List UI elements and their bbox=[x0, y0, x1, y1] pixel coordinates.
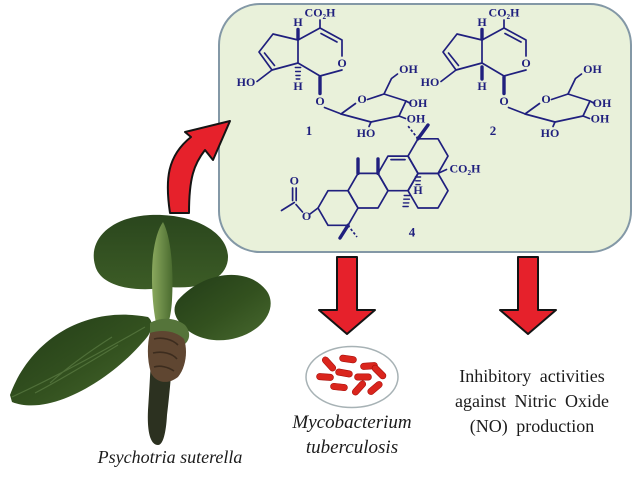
atom-label-o: O bbox=[357, 92, 366, 106]
compound-1-structure: CO₂H H HO O H O O OH OH OH HO 1 bbox=[237, 6, 428, 140]
atom-label-h: H bbox=[413, 183, 423, 197]
compound-2-bonds bbox=[440, 19, 596, 128]
caption-mycobacterium: Mycobacterium tuberculosis bbox=[262, 410, 442, 460]
curved-arrow-icon bbox=[166, 120, 231, 214]
atom-label-o: O bbox=[499, 94, 508, 108]
atom-label-ho: HO bbox=[357, 126, 376, 140]
down-arrow-left-icon bbox=[318, 256, 376, 335]
bacteria-rod bbox=[354, 373, 372, 381]
atom-label-o: O bbox=[521, 56, 530, 70]
caption-no-line1: Inhibitory activities bbox=[459, 366, 605, 386]
atom-label-o: O bbox=[302, 209, 311, 223]
atom-label-o: O bbox=[337, 56, 346, 70]
atom-label-h: H bbox=[477, 79, 487, 93]
atom-label-o: O bbox=[541, 92, 550, 106]
atom-label-oh: OH bbox=[583, 62, 602, 76]
atom-label-co2h: CO₂H bbox=[489, 6, 521, 20]
compound-1-bonds bbox=[256, 19, 412, 128]
atom-label-co2h: CO₂H bbox=[305, 6, 337, 20]
compound-1-number: 1 bbox=[306, 123, 313, 138]
bacteria-rod bbox=[371, 364, 387, 380]
atom-label-o: O bbox=[315, 94, 324, 108]
atom-label-h: H bbox=[293, 15, 303, 29]
curved-arrow-shape bbox=[166, 120, 231, 214]
compound-4-number: 4 bbox=[409, 225, 416, 240]
atom-label-ho: HO bbox=[421, 75, 440, 89]
stem-texture bbox=[152, 337, 179, 372]
compound-4-bonds bbox=[280, 123, 449, 240]
bacteria-rod bbox=[339, 354, 357, 364]
compound-2-number: 2 bbox=[490, 123, 497, 138]
leaf-left bbox=[10, 314, 152, 406]
compound-2-structure: CO₂H H HO O H O O OH OH OH HO 2 bbox=[421, 6, 612, 140]
bacteria-rod bbox=[321, 356, 337, 372]
caption-plant-name: Psychotria suterella bbox=[97, 447, 243, 467]
atom-label-oh: OH bbox=[593, 96, 612, 110]
caption-no-inhibition: Inhibitory activities against Nitric Oxi… bbox=[432, 364, 632, 439]
caption-mycobacterium-line2: tuberculosis bbox=[305, 437, 399, 458]
bacteria-rod bbox=[335, 368, 353, 378]
atom-label-oh: OH bbox=[399, 62, 418, 76]
atom-label-h: H bbox=[293, 79, 303, 93]
down-arrow-left-shape bbox=[318, 256, 376, 335]
leaf-right bbox=[174, 274, 271, 341]
down-arrow-right-icon bbox=[499, 256, 557, 335]
atom-label-ho: HO bbox=[237, 75, 256, 89]
bacteria-rods bbox=[316, 354, 387, 396]
bacteria-rod bbox=[367, 381, 383, 395]
atom-label-o: O bbox=[290, 174, 299, 188]
plant-photo bbox=[10, 214, 271, 445]
atom-label-oh: OH bbox=[409, 96, 428, 110]
plant-shoot bbox=[151, 222, 173, 335]
atom-label-oh: OH bbox=[591, 112, 610, 126]
caption-mycobacterium-line1: Mycobacterium bbox=[292, 412, 412, 433]
leaf-veins bbox=[11, 326, 146, 398]
down-arrow-right-shape bbox=[499, 256, 557, 335]
compound-4-structure: O O H CO₂H 4 bbox=[280, 123, 482, 240]
atom-label-ho: HO bbox=[541, 126, 560, 140]
atom-label-h: H bbox=[477, 15, 487, 29]
caption-no-line3: (NO) production bbox=[469, 416, 595, 436]
bacteria-rod bbox=[330, 382, 348, 392]
bacteria-illustration bbox=[305, 345, 399, 409]
atom-label-co2h: CO₂H bbox=[450, 162, 482, 176]
atom-label-oh: OH bbox=[407, 112, 426, 126]
caption-no-line2: against Nitric Oxide bbox=[455, 391, 609, 411]
bacteria-rod bbox=[351, 380, 367, 396]
bacteria-rod bbox=[316, 373, 334, 381]
